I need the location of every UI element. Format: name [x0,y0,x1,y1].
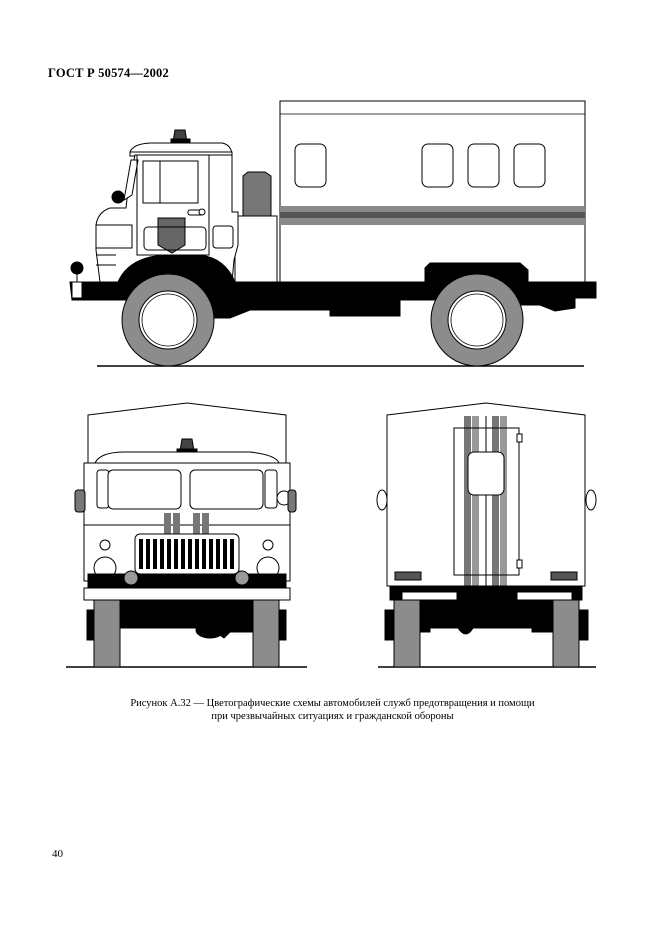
caption-line-1: Рисунок А.32 — Цветографические схемы ав… [130,698,535,709]
caption-line-2: при чрезвычайных ситуациях и гражданской… [211,711,454,722]
rear-view [376,402,597,668]
front-view [66,402,307,668]
figure-caption: Рисунок А.32 — Цветографические схемы ав… [60,697,605,723]
side-view [69,100,597,367]
figure-drawings [66,100,597,668]
page-number: 40 [52,848,63,860]
document-header: ГОСТ Р 50574—2002 [48,66,169,80]
